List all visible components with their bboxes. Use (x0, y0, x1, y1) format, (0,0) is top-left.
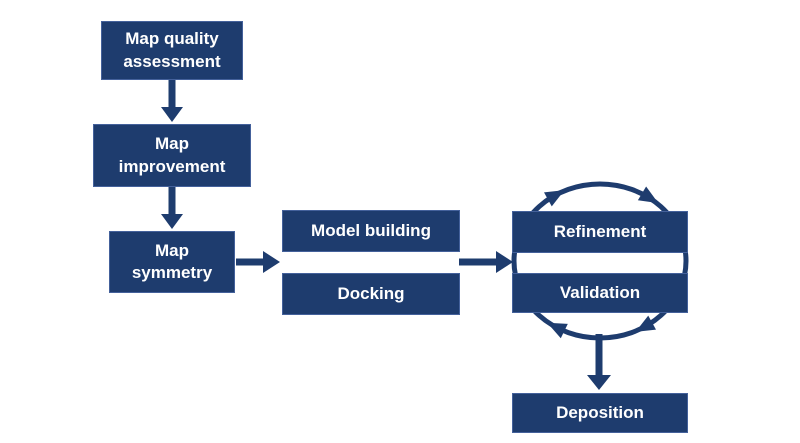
arrow-right-symmetry-to-modeling (236, 251, 280, 273)
node-map-quality-assessment: Map quality assessment (101, 21, 243, 80)
node-refinement: Refinement (512, 211, 688, 253)
node-validation: Validation (512, 273, 688, 313)
node-map-improvement: Map improvement (93, 124, 251, 187)
cycle-arrowhead-top-left (543, 190, 565, 207)
cycle-arrowhead-bottom-right (635, 315, 657, 332)
node-map-symmetry: Map symmetry (109, 231, 235, 293)
arrow-right-modeling-to-refinement (459, 251, 513, 273)
arrow-down-cycle-to-deposition (587, 334, 611, 390)
cycle-arrowhead-top-right (637, 186, 659, 204)
node-model-building: Model building (282, 210, 460, 252)
cycle-ellipse (511, 181, 689, 341)
node-docking: Docking (282, 273, 460, 315)
arrow-down-quality-to-improvement (161, 80, 183, 122)
arrow-down-improvement-to-symmetry (161, 187, 183, 229)
cycle-arrowhead-bottom-left (547, 322, 568, 339)
node-deposition: Deposition (512, 393, 688, 433)
